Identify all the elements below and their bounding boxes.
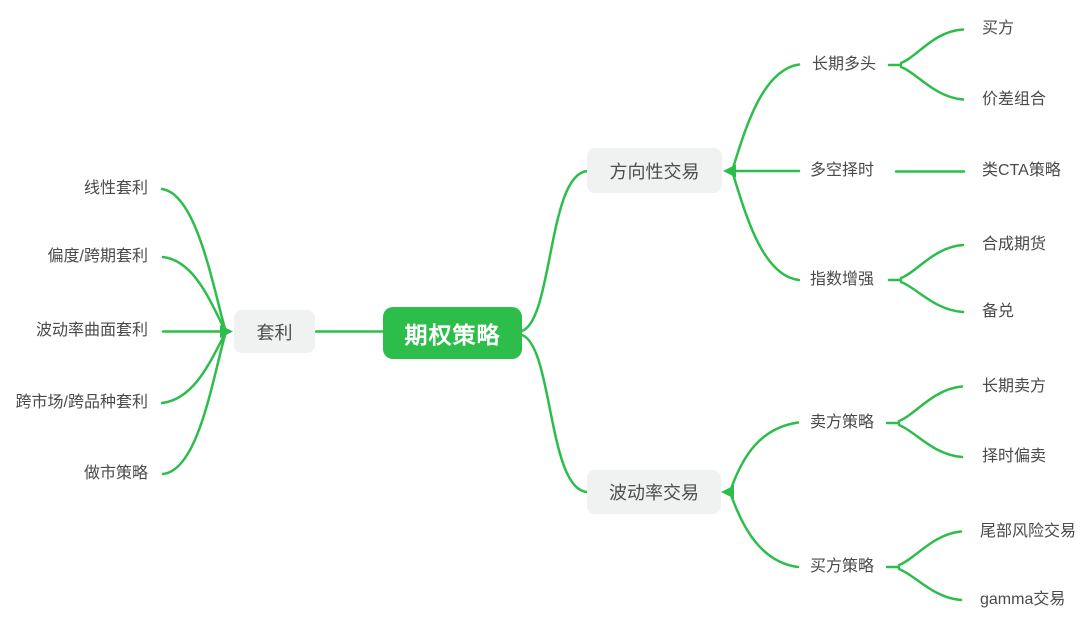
connector-volatility-buyer (729, 493, 800, 569)
connector-directional-indexenhance (731, 172, 801, 282)
node-linear-arbitrage[interactable]: 线性套利 (83, 180, 148, 197)
node-synthetic-futures[interactable]: 合成期货 (982, 236, 1047, 253)
node-volatility-trading[interactable]: 波动率交易 (587, 470, 721, 514)
node-spread-combo[interactable]: 价差组合 (982, 91, 1047, 108)
node-long-bias[interactable]: 长期多头 (812, 56, 877, 73)
node-long-short-timing[interactable]: 多空择时 (810, 162, 875, 179)
node-seller-strategy[interactable]: 卖方策略 (810, 414, 875, 431)
connector-market-making (161, 333, 227, 476)
node-cross-market-arbitrage[interactable]: 跨市场/跨品种套利 (15, 394, 148, 411)
node-tail-risk-trading[interactable]: 尾部风险交易 (980, 523, 1077, 540)
connector-buyer-gamma (897, 567, 963, 602)
node-vol-surface-arbitrage[interactable]: 波动率曲面套利 (35, 322, 148, 339)
connector-skew-calendar-arbitrage (161, 255, 227, 332)
node-market-making[interactable]: 做市策略 (83, 465, 148, 482)
connector-indexenhance-synthetic (899, 243, 965, 280)
node-index-enhancement[interactable]: 指数增强 (810, 271, 875, 288)
node-timed-selling[interactable]: 择时偏卖 (982, 448, 1047, 465)
node-cta-like-strategy[interactable]: 类CTA策略 (982, 162, 1061, 179)
connector-directional-longbias (731, 63, 801, 170)
node-gamma-trading[interactable]: gamma交易 (980, 591, 1066, 608)
node-long-term-seller[interactable]: 长期卖方 (982, 378, 1047, 395)
node-buyer[interactable]: 买方 (982, 20, 1015, 37)
connector-volatility-seller (729, 421, 800, 491)
arrowhead-into-arbitrage-icon (220, 325, 233, 338)
connector-longbias-buyer (899, 28, 965, 65)
connector-longbias-spread (899, 65, 965, 101)
node-arbitrage[interactable]: 套利 (234, 310, 315, 353)
connector-cross-market-arbitrage (160, 332, 227, 405)
node-directional-trading[interactable]: 方向性交易 (587, 148, 722, 193)
node-root[interactable]: 期权策略 (383, 307, 522, 359)
connector-linear-arbitrage (160, 187, 227, 331)
connector-root-directional (520, 169, 590, 333)
connector-indexenhance-covered (899, 280, 965, 314)
connector-seller-timedsell (897, 423, 964, 459)
connector-seller-longshort (897, 385, 964, 423)
node-covered-call[interactable]: 备兑 (982, 303, 1015, 320)
connector-root-volatility (520, 333, 590, 494)
connector-buyer-tailrisk (897, 530, 963, 567)
node-skew-calendar-arbitrage[interactable]: 偏度/跨期套利 (47, 248, 148, 265)
node-buyer-strategy[interactable]: 买方策略 (810, 558, 875, 575)
